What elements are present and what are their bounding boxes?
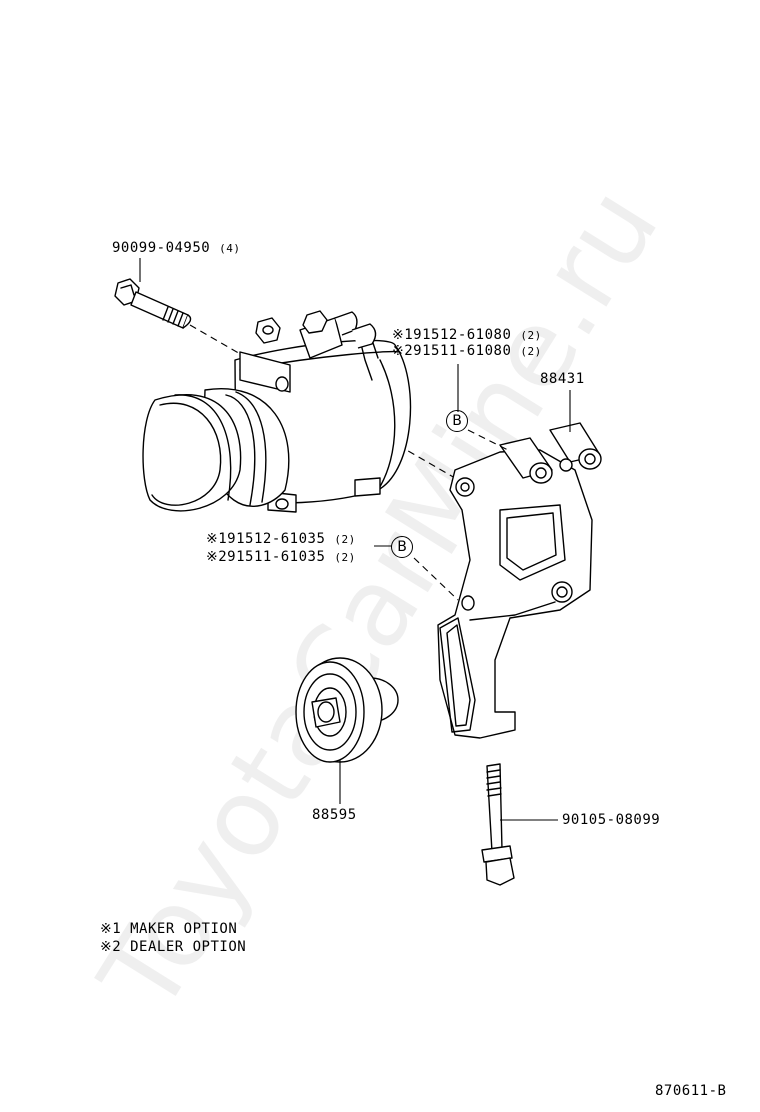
figure-code: 870611-B: [655, 1083, 727, 1099]
bolt-bottom-label: 90105-08099: [562, 812, 661, 828]
pulley-drawing: [295, 657, 399, 763]
legend-item-maker-option: ※1 MAKER OPTION: [100, 921, 238, 937]
lower-option-2-label: ※291511-61035 (2): [206, 549, 356, 565]
bracket-label: 88431: [540, 371, 585, 387]
reference-marker-upper: B: [446, 410, 468, 432]
bracket-drawing: [437, 422, 602, 739]
legend-item-dealer-option: ※2 DEALER OPTION: [100, 939, 247, 955]
bolt-bottom-drawing: [481, 763, 515, 886]
upper-option-2-label: ※291511-61080 (2): [392, 343, 542, 359]
bolt-top-label: 90099-04950 (4): [112, 240, 241, 256]
upper-option-1-label: ※191512-61080 (2): [392, 327, 542, 343]
reference-marker-lower: B: [391, 536, 413, 558]
compressor-drawing: [142, 310, 412, 513]
bolt-top-drawing: [114, 278, 192, 329]
pulley-label: 88595: [312, 807, 357, 823]
lower-option-1-label: ※191512-61035 (2): [206, 531, 356, 547]
